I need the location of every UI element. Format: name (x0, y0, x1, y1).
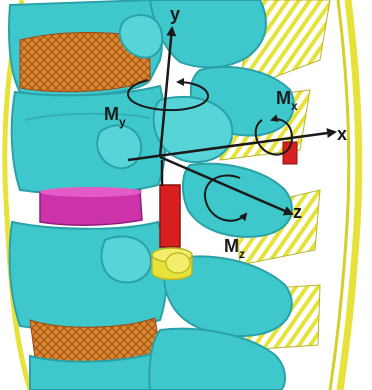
z-axis-label: z (293, 202, 302, 222)
x-axis-label: x (337, 124, 347, 144)
moment-y-main: M (104, 104, 119, 124)
moment-z-main: M (224, 236, 239, 256)
moment-x-sub: x (291, 99, 298, 113)
moment-z-sub: z (239, 247, 245, 261)
moment-x-main: M (276, 88, 291, 108)
lower-articular-process (102, 236, 151, 282)
central-rod (160, 185, 180, 247)
moment-y-sub: y (119, 115, 126, 129)
middle-articular-process (97, 125, 141, 168)
middle-vertebral-body (12, 86, 166, 194)
y-axis-label: y (170, 4, 180, 24)
magenta-pad-top (40, 187, 142, 197)
yellow-cylinder-cap (166, 253, 190, 273)
